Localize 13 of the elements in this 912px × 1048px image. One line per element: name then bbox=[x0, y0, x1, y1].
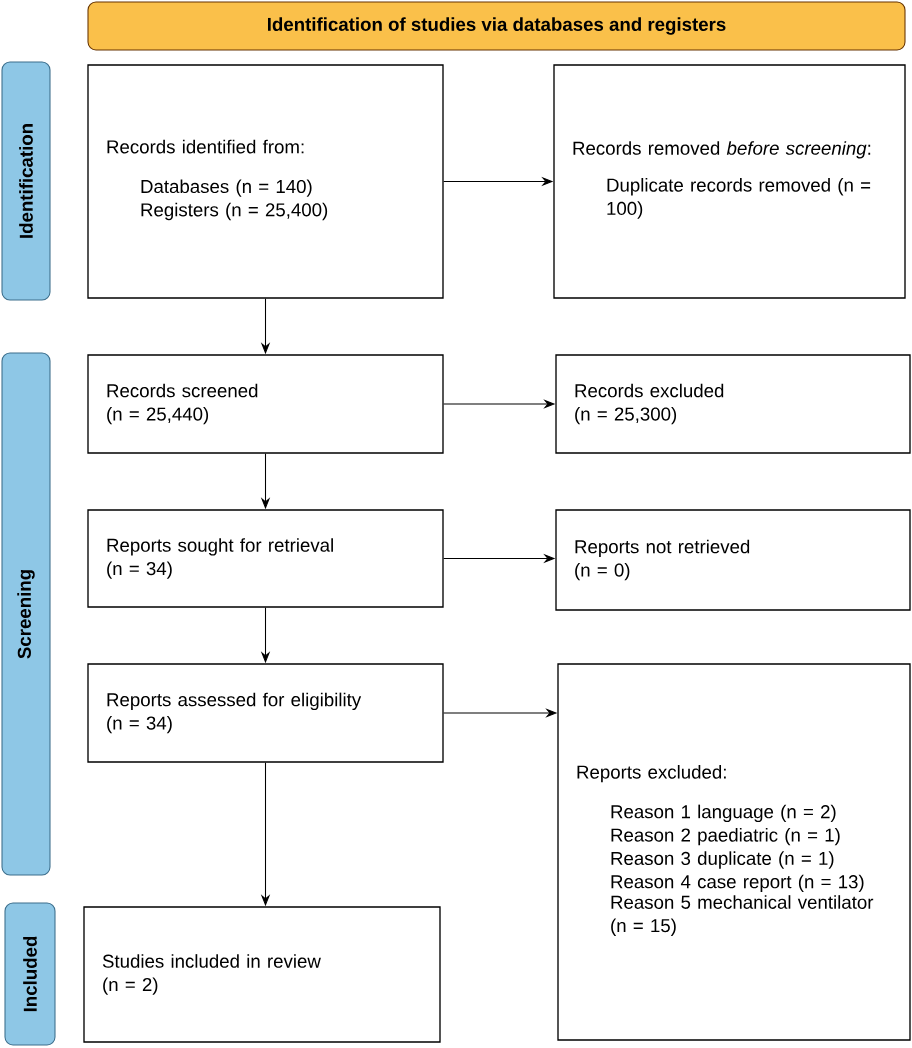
heading-banner: Identification of studies via databases and registers bbox=[87, 1, 906, 51]
process-box: Reports excluded: Reason 1 language (n = 2) Reason 2 paediatric (n = 1) Reason 3 duplicate (n = 1) Reason 4 case report (n = 13) Reason 5 mechanical ventilator (n = 15) bbox=[557, 663, 911, 1041]
process-box: Reports sought for retrieval (n = 34) bbox=[87, 509, 444, 608]
process-box: Studies included in review (n = 2) bbox=[83, 906, 441, 1043]
stage-band: Screening bbox=[1, 352, 51, 876]
stage-band: Included bbox=[4, 902, 56, 1046]
process-box: Records identified from: Databases (n = 140) Registers (n = 25,400) bbox=[87, 64, 444, 299]
process-box: Reports assessed for eligibility (n = 34) bbox=[87, 663, 444, 763]
process-box: Records screened (n = 25,440) bbox=[87, 354, 444, 454]
stage-band: Identification bbox=[1, 61, 51, 301]
process-box: Records removed before screening: Duplicate records removed (n = 100) bbox=[553, 64, 906, 299]
process-box: Reports not retrieved (n = 0) bbox=[555, 509, 911, 611]
process-box: Records excluded (n = 25,300) bbox=[555, 354, 911, 454]
